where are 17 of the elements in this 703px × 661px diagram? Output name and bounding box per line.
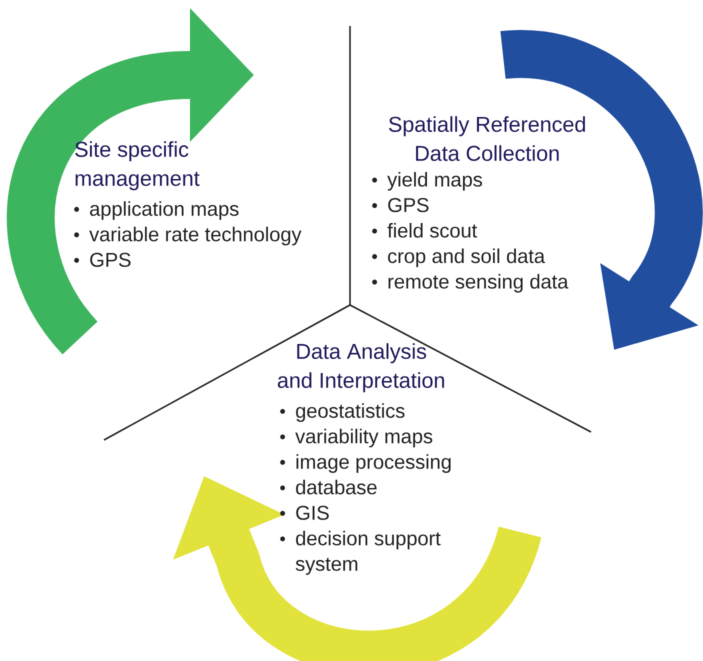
bullet-item: field scout	[388, 223, 478, 238]
section-heading: Spatially Referenced Data Collection	[388, 116, 585, 161]
bullet-item: variable rate technology	[89, 226, 302, 246]
bullet-item: image processing	[296, 454, 451, 473]
bullet-item: GIS	[296, 506, 329, 520]
bullet-item: GPS	[388, 198, 429, 212]
bullet-item: geostatistics	[296, 403, 405, 422]
bullet-item: decision support system	[296, 530, 441, 575]
section-heading: Site specific management	[75, 141, 200, 190]
bullet-item: application maps	[90, 201, 238, 220]
bullet-item: remote sensing data	[388, 274, 568, 293]
section-heading: Data Analysis and Interpretation	[278, 343, 444, 392]
bullet-item: crop and soil data	[388, 248, 546, 268]
bullet-item: database	[296, 480, 377, 494]
bullet-item: yield maps	[387, 172, 482, 191]
bullet-item: GPS	[90, 252, 131, 267]
bullet-item: variability maps	[295, 428, 432, 448]
